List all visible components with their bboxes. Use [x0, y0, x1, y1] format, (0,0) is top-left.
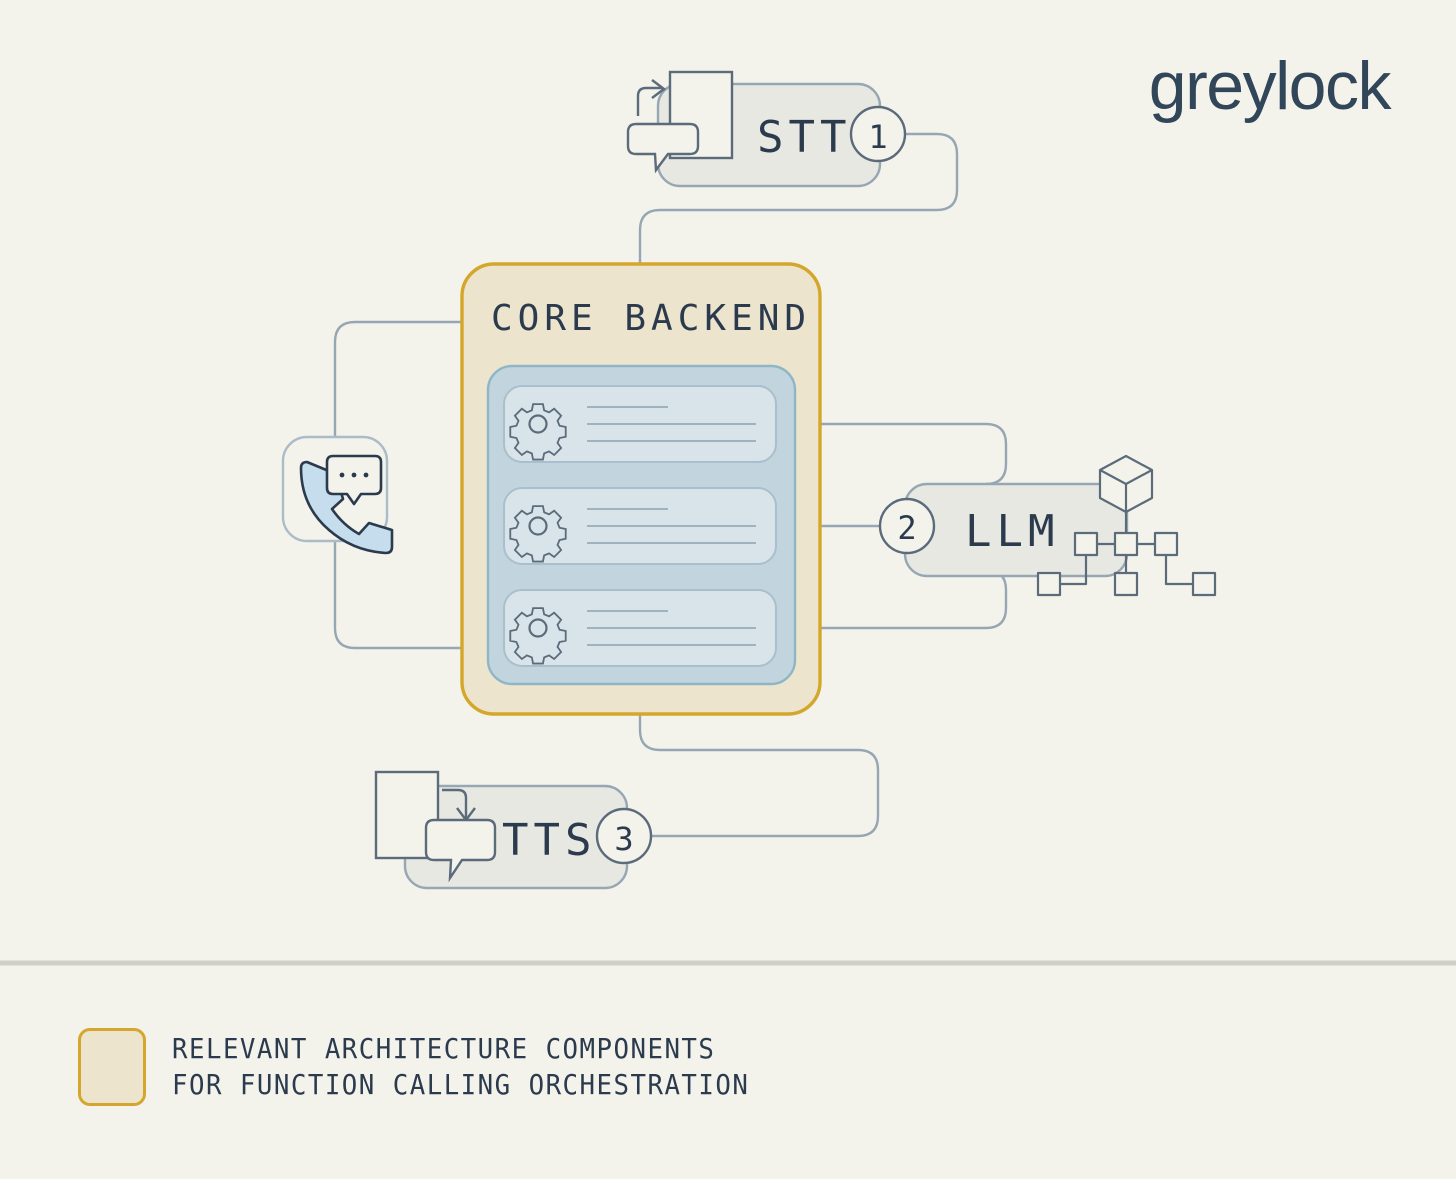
node-core-backend[interactable]: CORE BACKEND: [460, 262, 822, 716]
legend-swatch: [78, 1028, 146, 1106]
bubble-dot: [363, 472, 369, 478]
stt-arrow-head-shape: [651, 79, 666, 99]
stt-badge-circle: [849, 105, 907, 163]
bubble-dot: [339, 472, 345, 478]
tts-label: TTS: [502, 815, 596, 866]
network-shape: [1036, 512, 1217, 597]
tts-bubble-shape: [424, 818, 497, 883]
connector-row1-to-llm: [775, 422, 1008, 486]
tts-badge-circle: [595, 807, 653, 865]
legend-line-2: FOR FUNCTION CALLING ORCHESTRATION: [172, 1068, 750, 1101]
function-row[interactable]: [503, 487, 777, 565]
connector-core-to-tts: [638, 712, 880, 838]
stt-bubble-shape: [626, 122, 700, 174]
stt-badge-number: 1: [868, 118, 887, 156]
bubble-dot: [351, 472, 357, 478]
tts-badge-number: 3: [614, 820, 633, 858]
gear-icon: [509, 607, 567, 665]
stt-label: STT: [757, 112, 851, 163]
core-backend-title: CORE BACKEND: [491, 298, 811, 339]
stt-arrow-shape: [636, 86, 662, 116]
greylock-logo: greylock: [1148, 48, 1392, 124]
connector-phone-to-core-top: [333, 320, 462, 437]
node-telephony[interactable]: [281, 435, 394, 555]
connector-phone-to-core-bottom: [333, 540, 462, 650]
phone-chat-icon: [299, 454, 394, 555]
llm-badge-circle: [878, 497, 936, 555]
stt-document-shape: [668, 70, 734, 160]
node-llm[interactable]: 2 LLM: [878, 454, 1217, 597]
gear-icon: [509, 505, 567, 563]
node-tts[interactable]: TTS 3: [374, 770, 653, 890]
legend-line-1: RELEVANT ARCHITECTURE COMPONENTS: [172, 1032, 716, 1066]
llm-network-cube-icon: [1036, 454, 1217, 597]
function-row[interactable]: [503, 589, 777, 667]
node-stt[interactable]: STT 1: [626, 70, 907, 188]
connector-stt-to-core: [638, 132, 959, 268]
llm-badge-number: 2: [897, 509, 916, 547]
gear-icon: [509, 403, 567, 461]
llm-label: LLM: [965, 506, 1059, 557]
text-to-speech-icon: [374, 770, 497, 883]
function-row[interactable]: [503, 385, 777, 463]
speech-to-text-icon: [626, 70, 734, 174]
tts-arrow-shape: [442, 788, 468, 818]
phone-bubble-shape: [325, 454, 383, 506]
phone-handset-shape: [299, 460, 394, 555]
